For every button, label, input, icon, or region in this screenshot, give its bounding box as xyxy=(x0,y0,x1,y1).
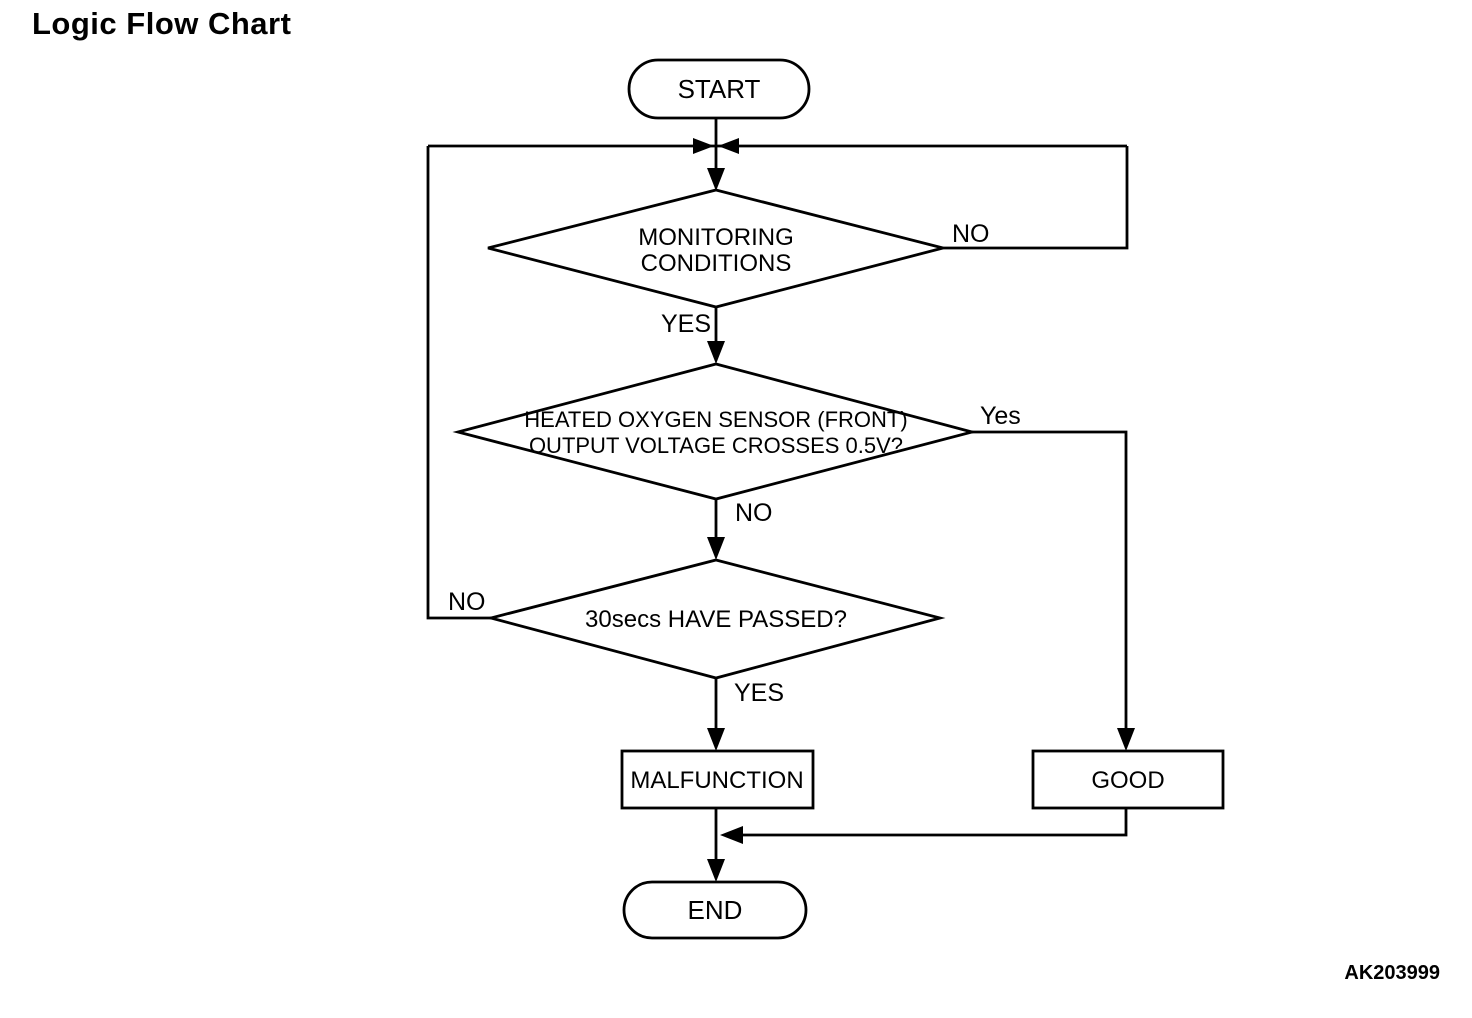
arrowheads xyxy=(693,138,1135,882)
start-terminator-shape xyxy=(627,58,811,120)
arrowhead-into-good xyxy=(1117,728,1135,751)
figure-code: AK203999 xyxy=(1344,962,1440,984)
edge-monitoring-no-loop xyxy=(943,146,1129,250)
sensor-no-label: NO xyxy=(735,499,773,527)
node-start: START xyxy=(627,58,811,120)
sensor-label-line2: OUTPUT VOLTAGE CROSSES 0.5V? xyxy=(529,433,903,458)
good-label: GOOD xyxy=(1091,767,1164,794)
timer-label: 30secs HAVE PASSED? xyxy=(585,606,847,633)
node-good: GOOD xyxy=(1031,749,1225,810)
monitoring-label-line2: CONDITIONS xyxy=(641,250,792,277)
end-terminator-shape xyxy=(622,880,808,940)
node-timer-decision: 30secs HAVE PASSED? xyxy=(485,558,946,680)
malfunction-box-shape xyxy=(620,749,815,810)
monitoring-yes-label: YES xyxy=(661,310,711,338)
edge-labels: NO YES Yes NO NO YES xyxy=(448,220,1021,707)
timer-yes-label: YES xyxy=(734,679,784,707)
end-label: END xyxy=(688,895,743,925)
arrowhead-into-end xyxy=(707,859,725,882)
edge-good-to-merge xyxy=(742,808,1128,837)
arrowhead-into-malfunction xyxy=(707,728,725,751)
monitoring-no-label: NO xyxy=(952,220,990,248)
node-end: END xyxy=(622,880,808,940)
timer-diamond-shape xyxy=(485,558,946,680)
arrowhead-into-sensor xyxy=(707,341,725,364)
malfunction-label: MALFUNCTION xyxy=(630,767,803,794)
junction-left-arrowhead xyxy=(693,138,714,154)
monitoring-label-line1: MONITORING xyxy=(638,224,794,251)
page-title: Logic Flow Chart xyxy=(32,6,292,41)
connector-lines xyxy=(426,118,1129,862)
node-sensor-decision: HEATED OXYGEN SENSOR (FRONT) OUTPUT VOLT… xyxy=(452,362,978,501)
sensor-yes-label: Yes xyxy=(980,402,1021,430)
arrowhead-into-monitoring xyxy=(707,168,725,191)
sensor-diamond-shape xyxy=(452,362,978,501)
arrowhead-merge-left xyxy=(720,826,743,844)
node-malfunction: MALFUNCTION xyxy=(620,749,815,810)
sensor-label-line1: HEATED OXYGEN SENSOR (FRONT) xyxy=(524,407,907,432)
junction-right-arrowhead xyxy=(718,138,739,154)
timer-no-label: NO xyxy=(448,588,486,616)
good-box-shape xyxy=(1031,749,1225,810)
monitoring-diamond-shape xyxy=(487,188,944,309)
start-label: START xyxy=(678,74,761,104)
node-monitoring-decision: MONITORING CONDITIONS xyxy=(487,188,944,309)
edge-sensor-yes xyxy=(972,430,1128,731)
arrowhead-into-timer xyxy=(707,537,725,560)
edge-timer-no-loop xyxy=(426,146,491,620)
